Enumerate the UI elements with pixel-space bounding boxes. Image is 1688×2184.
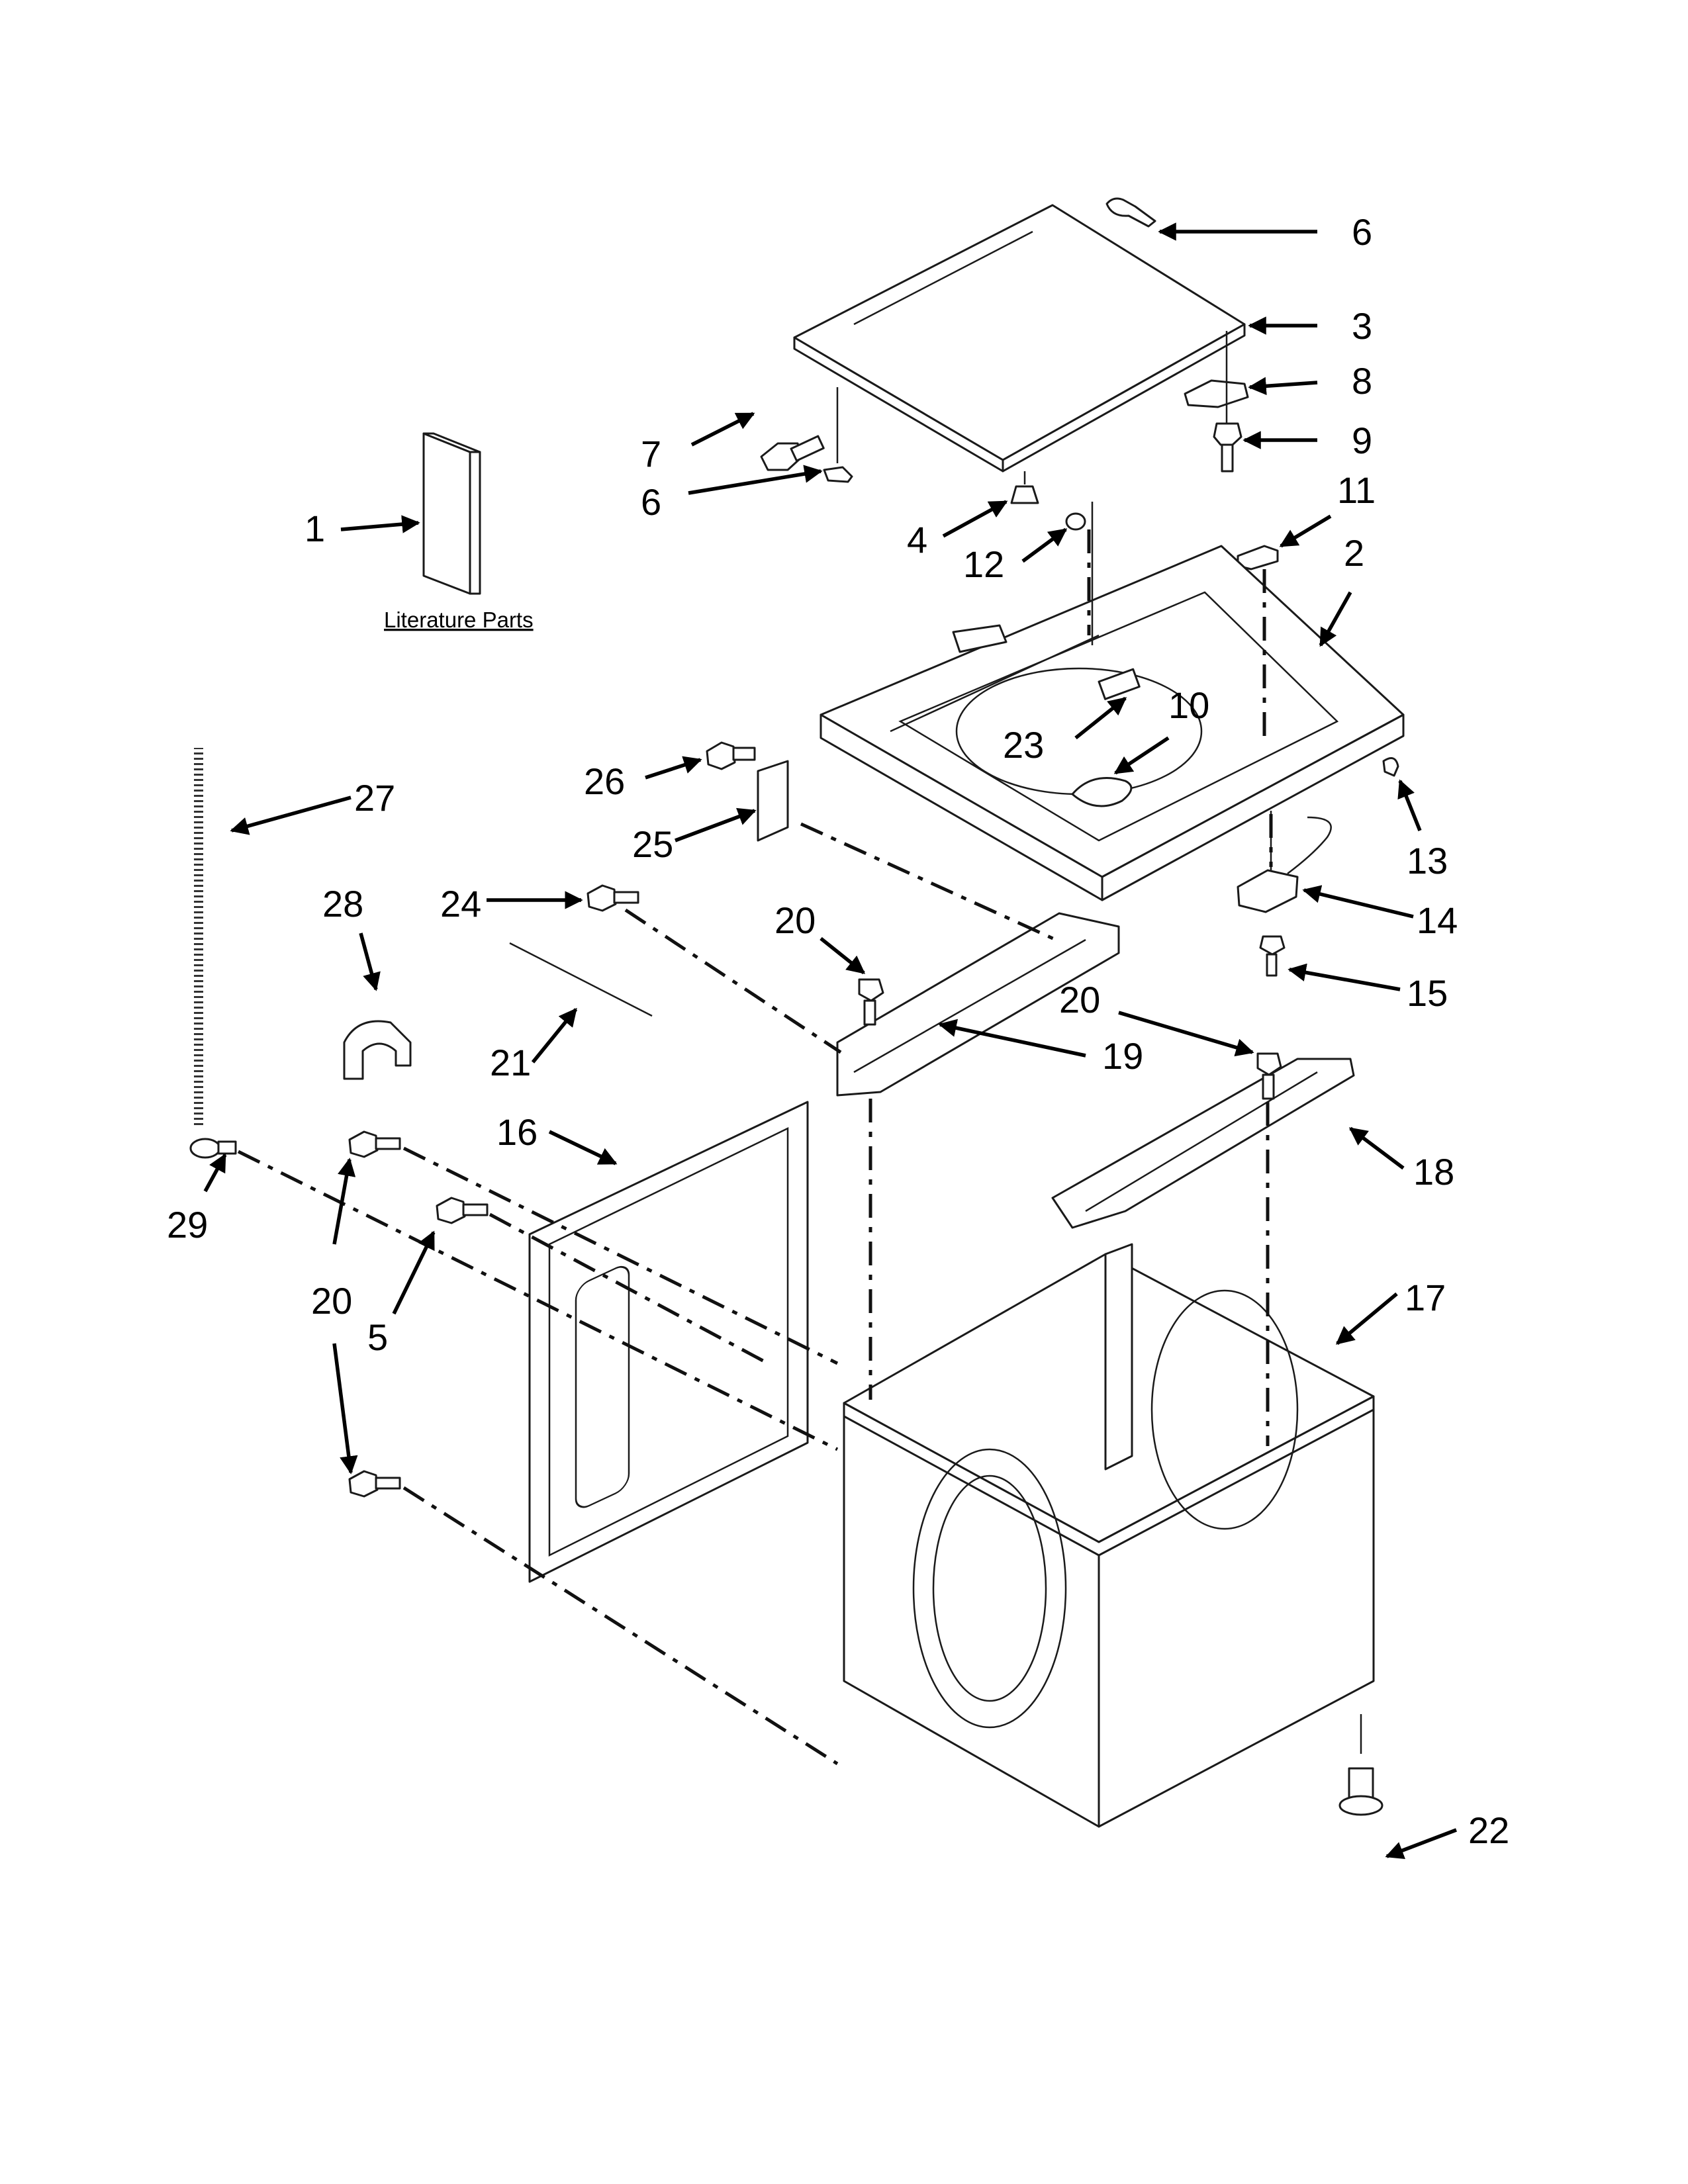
lid-bolt[interactable] (760, 435, 825, 471)
callout-17: 17 (1405, 1277, 1446, 1318)
callout-13: 13 (1407, 840, 1448, 882)
callout-4: 4 (907, 519, 927, 561)
hinge-pin-top[interactable] (1105, 197, 1156, 228)
lid-bumper[interactable] (1010, 471, 1039, 504)
lid[interactable] (793, 204, 1246, 473)
callout-labels: 6 3 8 9 7 6 1 Literature Parts 4 12 11 2… (167, 211, 1509, 1851)
bracket-screw[interactable] (706, 741, 756, 770)
callout-6-top: 6 (1352, 211, 1372, 253)
callout-20-upper: 20 (774, 899, 816, 941)
callout-14: 14 (1417, 899, 1458, 941)
callout-3: 3 (1352, 305, 1372, 347)
cabinet[interactable] (843, 1243, 1375, 1828)
side-screw-bottom[interactable] (348, 1470, 401, 1498)
callout-10: 10 (1168, 684, 1209, 726)
callout-9: 9 (1352, 420, 1372, 461)
literature-book[interactable] (422, 432, 481, 595)
lid-switch-assembly[interactable] (1237, 811, 1332, 913)
cabinet-screw-top[interactable] (586, 884, 639, 912)
callout-19: 19 (1102, 1035, 1143, 1077)
callout-23: 23 (1003, 724, 1044, 766)
top-panel[interactable] (820, 502, 1405, 901)
rear-bracket[interactable] (1051, 1058, 1355, 1229)
alignment-lines (237, 529, 1273, 1766)
bracket-screw-left[interactable] (858, 978, 884, 1026)
wire-tie[interactable] (509, 942, 653, 1017)
callout-20-left: 20 (311, 1280, 352, 1322)
front-bracket[interactable] (836, 912, 1120, 1097)
leader-arrows (203, 222, 1457, 1860)
callout-29: 29 (167, 1204, 208, 1246)
literature-caption: Literature Parts (384, 608, 534, 632)
callout-21: 21 (490, 1042, 531, 1083)
switch-mount-screw[interactable] (1259, 935, 1286, 977)
rear-panel[interactable] (528, 1101, 809, 1583)
callout-12: 12 (963, 543, 1004, 585)
hinge-pin-bottom[interactable] (823, 466, 853, 483)
side-screw-middle[interactable] (436, 1197, 489, 1224)
callout-7: 7 (641, 433, 661, 475)
callout-1: 1 (305, 508, 325, 549)
callout-8: 8 (1352, 360, 1372, 402)
callout-15: 15 (1407, 972, 1448, 1014)
callout-16: 16 (496, 1111, 538, 1153)
lid-switch-bracket[interactable] (1184, 379, 1249, 408)
panel-bracket[interactable] (757, 760, 789, 842)
callout-22: 22 (1468, 1809, 1509, 1851)
callout-6-bottom: 6 (641, 481, 661, 523)
side-screw-top[interactable] (348, 1130, 401, 1158)
callout-25: 25 (632, 823, 673, 865)
callout-2: 2 (1344, 532, 1364, 574)
bracket-screw-right[interactable] (1256, 1052, 1282, 1100)
hose-guide[interactable] (343, 1020, 412, 1080)
callout-28: 28 (322, 883, 363, 925)
callout-27: 27 (354, 777, 395, 819)
wire-clip[interactable] (1382, 757, 1399, 777)
hose-clamp[interactable] (189, 1138, 237, 1159)
switch-screw[interactable] (1213, 331, 1243, 473)
callout-5: 5 (367, 1316, 388, 1358)
callout-20-right: 20 (1059, 979, 1100, 1021)
leveling-leg[interactable] (1338, 1714, 1383, 1816)
drain-hose[interactable] (167, 712, 204, 1138)
callout-24: 24 (440, 883, 481, 925)
callout-11: 11 (1337, 469, 1376, 511)
grommet[interactable] (1065, 512, 1086, 531)
callout-26: 26 (584, 760, 625, 802)
callout-18: 18 (1413, 1151, 1454, 1193)
